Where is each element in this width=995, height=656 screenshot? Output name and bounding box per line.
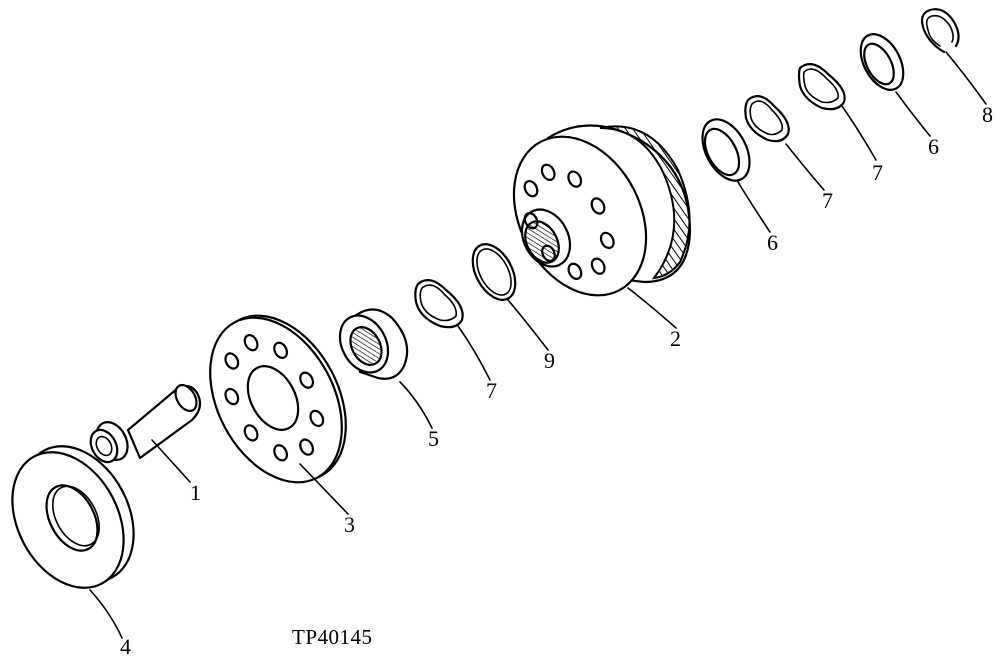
part-6-flat-ring: [701, 118, 751, 182]
callout-6-upper: 6: [928, 134, 939, 159]
callout-labels: 1 2 3 4 5 6 6 7 7 7 8 9: [120, 102, 993, 656]
leader-lines: [89, 51, 987, 639]
retainer-plate-holes: [224, 334, 325, 462]
hole: [540, 163, 556, 181]
part-5-bearing: [338, 308, 409, 380]
callout-3: 3: [344, 512, 355, 537]
callout-6-lower: 6: [767, 230, 778, 255]
callout-2: 2: [670, 326, 681, 351]
callout-1: 1: [190, 480, 201, 505]
part-8-snap-ring: [920, 8, 960, 54]
part-1-piston: [89, 383, 202, 464]
hole: [567, 262, 583, 280]
hole: [273, 341, 289, 359]
hole: [299, 371, 315, 389]
part-2-cylinder-block: [512, 124, 692, 297]
hole: [299, 438, 315, 456]
hole: [243, 334, 259, 352]
hole: [523, 212, 539, 230]
part-7-lobed-shim: [797, 63, 846, 111]
part-7-lobed-shim: [744, 95, 790, 143]
hole: [273, 444, 289, 462]
part-6-flat-ring: [859, 33, 905, 91]
hole: [523, 180, 539, 198]
hole: [590, 257, 606, 275]
hole: [309, 409, 325, 428]
callout-8: 8: [982, 102, 993, 127]
hole: [567, 170, 583, 188]
callout-9: 9: [544, 348, 555, 373]
part-7-lobed-shim: [414, 279, 464, 329]
part-4-thrust-plate: [11, 445, 135, 589]
hole: [541, 244, 556, 262]
hole: [224, 352, 240, 370]
cylinder-block-bores: [523, 163, 615, 280]
part-3-retainer-plate: [209, 314, 347, 484]
callout-7-middle: 7: [822, 188, 833, 213]
part-9-ring: [471, 243, 517, 301]
hole: [599, 231, 615, 250]
callout-4: 4: [120, 634, 131, 656]
callout-7-upper: 7: [872, 160, 883, 185]
figure-id: TP40145: [292, 625, 373, 649]
callout-7-lower: 7: [486, 378, 497, 403]
hole: [590, 197, 606, 215]
hole: [224, 387, 240, 406]
hole: [243, 424, 259, 442]
callout-5: 5: [428, 426, 439, 451]
